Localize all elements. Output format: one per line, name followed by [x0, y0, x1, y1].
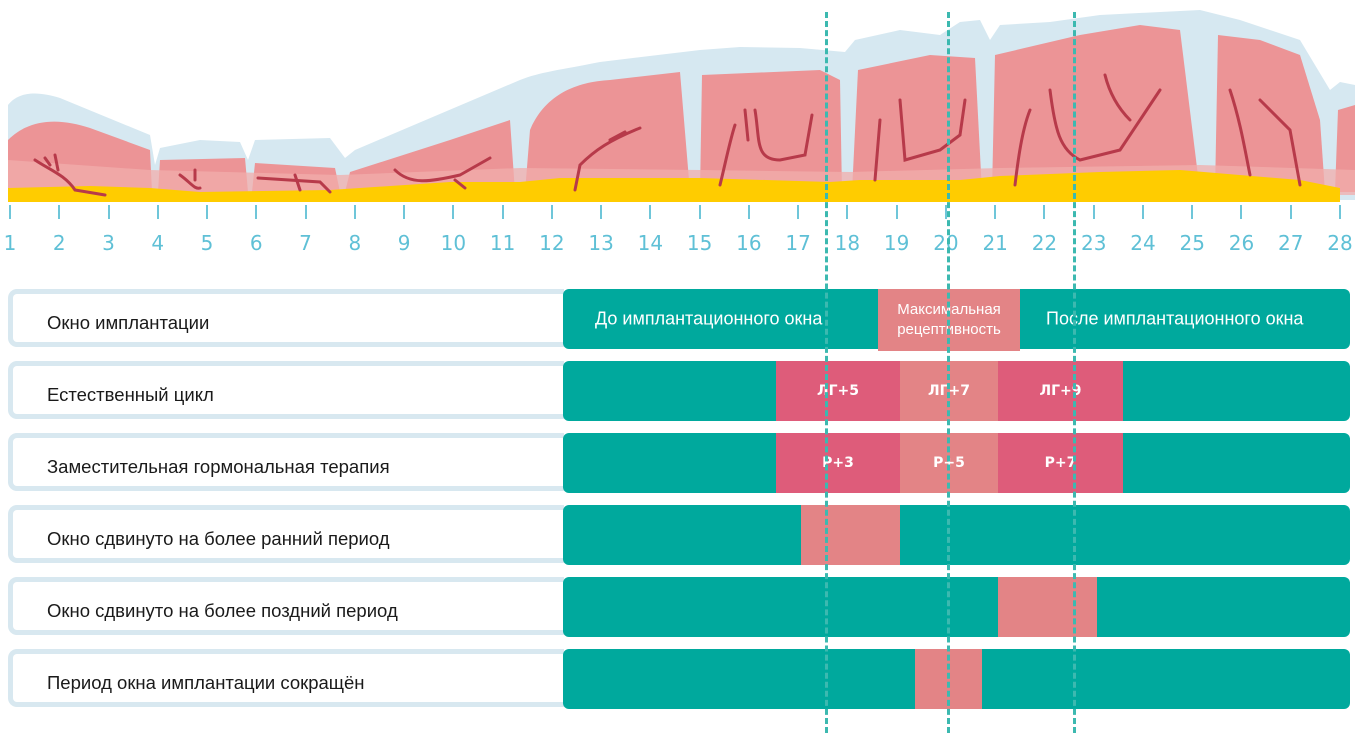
segment-p3: P+3 [776, 433, 900, 493]
day-number: 3 [102, 231, 115, 255]
day-number: 14 [637, 231, 664, 255]
day-tick [1339, 205, 1341, 219]
row-window-later: Окно сдвинуто на более поздний период [0, 577, 1355, 637]
row-label-box: Окно сдвинуто на более ранний период [8, 505, 564, 563]
guide-line-peak [947, 12, 950, 733]
day-tick [156, 205, 159, 219]
phase-before-label: До имплантационного окна [595, 308, 823, 329]
day-tick [107, 205, 110, 219]
day-number: 27 [1278, 231, 1304, 255]
day-tick [600, 205, 603, 219]
day-number: 11 [489, 231, 516, 255]
row-implantation-window: Окно имплантации До имплантационного окн… [0, 289, 1355, 349]
day-number: 12 [539, 231, 565, 255]
row-natural-cycle: Естественный цикл ЛГ+5 ЛГ+7 ЛГ+9 [0, 361, 1355, 421]
endometrium-illustration [8, 10, 1355, 202]
guide-line-after [1073, 12, 1076, 733]
row-window-shortened: Период окна имплантации сокращён [0, 649, 1355, 709]
day-tick [304, 205, 307, 219]
row-label: Период окна имплантации сокращён [47, 672, 365, 693]
day-number: 24 [1130, 231, 1156, 255]
day-number: 4 [151, 231, 165, 255]
window-earlier-bar [563, 505, 1350, 565]
day-number: 5 [200, 231, 214, 255]
segment-label: P+7 [1044, 455, 1077, 471]
day-number: 22 [1031, 231, 1058, 255]
row-label: Окно имплантации [47, 312, 210, 333]
row-window-earlier: Окно сдвинуто на более ранний период [0, 505, 1355, 565]
day-tick [58, 205, 61, 219]
day-number: 6 [249, 231, 263, 255]
day-tick [846, 205, 849, 219]
day-tick [1092, 205, 1095, 219]
day-number: 20 [933, 231, 959, 255]
day-tick [353, 205, 356, 219]
day-number: 21 [982, 231, 1008, 255]
day-tick [1141, 205, 1144, 219]
phase-after-label: После имплантационного окна [1046, 308, 1304, 329]
row-label-box: Окно имплантации [8, 289, 564, 347]
segment-window-later [998, 577, 1097, 637]
row-label-box: Заместительная гормональная терапия [8, 433, 564, 491]
day-tick [452, 205, 455, 219]
day-number: 19 [883, 231, 910, 255]
day-number: 26 [1228, 231, 1255, 255]
row-hormone-therapy: Заместительная гормональная терапия P+3 … [0, 433, 1355, 493]
day-number: 25 [1179, 231, 1205, 255]
day-tick [9, 205, 11, 219]
segment-label: ЛГ+5 [816, 383, 860, 399]
row-label: Заместительная гормональная терапия [47, 456, 390, 477]
day-number: 28 [1327, 231, 1353, 255]
day-number: 23 [1080, 231, 1107, 255]
day-tick [255, 205, 258, 219]
endometrium-base-layer [8, 170, 1340, 202]
day-tick [206, 205, 209, 219]
day-number: 10 [440, 231, 467, 255]
row-label: Окно сдвинуто на более поздний период [47, 600, 398, 621]
day-tick [1043, 205, 1046, 219]
day-tick [944, 205, 947, 219]
segment-lh9: ЛГ+9 [998, 361, 1123, 421]
day-number: 17 [785, 231, 811, 255]
day-number: 9 [397, 231, 411, 255]
segment-p7: P+7 [998, 433, 1123, 493]
day-number: 13 [588, 231, 614, 255]
segment-label: P+3 [822, 455, 854, 471]
day-number: 2 [52, 231, 66, 255]
row-label: Естественный цикл [47, 384, 214, 405]
row-label: Окно сдвинуто на более ранний период [47, 528, 390, 549]
segment-window-earlier [801, 505, 900, 565]
day-tick [1240, 205, 1243, 219]
row-label-box: Период окна имплантации сокращён [8, 649, 564, 707]
day-number: 15 [686, 231, 713, 255]
day-tick [747, 205, 750, 219]
day-tick [501, 205, 504, 219]
guide-line-before [825, 12, 828, 733]
day-number: 1 [3, 231, 17, 255]
endometrium-tissue [8, 25, 1355, 195]
window-later-bar [563, 577, 1350, 637]
day-tick [403, 205, 406, 219]
row-label-box: Естественный цикл [8, 361, 564, 419]
blood-vessels [33, 73, 1302, 197]
day-tick [550, 205, 553, 219]
day-number: 16 [736, 231, 762, 255]
day-tick [797, 205, 800, 219]
day-tick [1191, 205, 1194, 219]
day-tick [698, 205, 701, 219]
day-tick [994, 205, 997, 219]
day-tick [649, 205, 652, 219]
segment-label: ЛГ+9 [1039, 383, 1082, 399]
day-number: 8 [348, 231, 362, 255]
day-tick [1289, 205, 1292, 219]
day-number: 18 [834, 231, 861, 255]
day-tick [895, 205, 898, 219]
segment-lh5: ЛГ+5 [776, 361, 900, 421]
row-label-box: Окно сдвинуто на более поздний период [8, 577, 564, 635]
day-number: 7 [299, 231, 312, 255]
